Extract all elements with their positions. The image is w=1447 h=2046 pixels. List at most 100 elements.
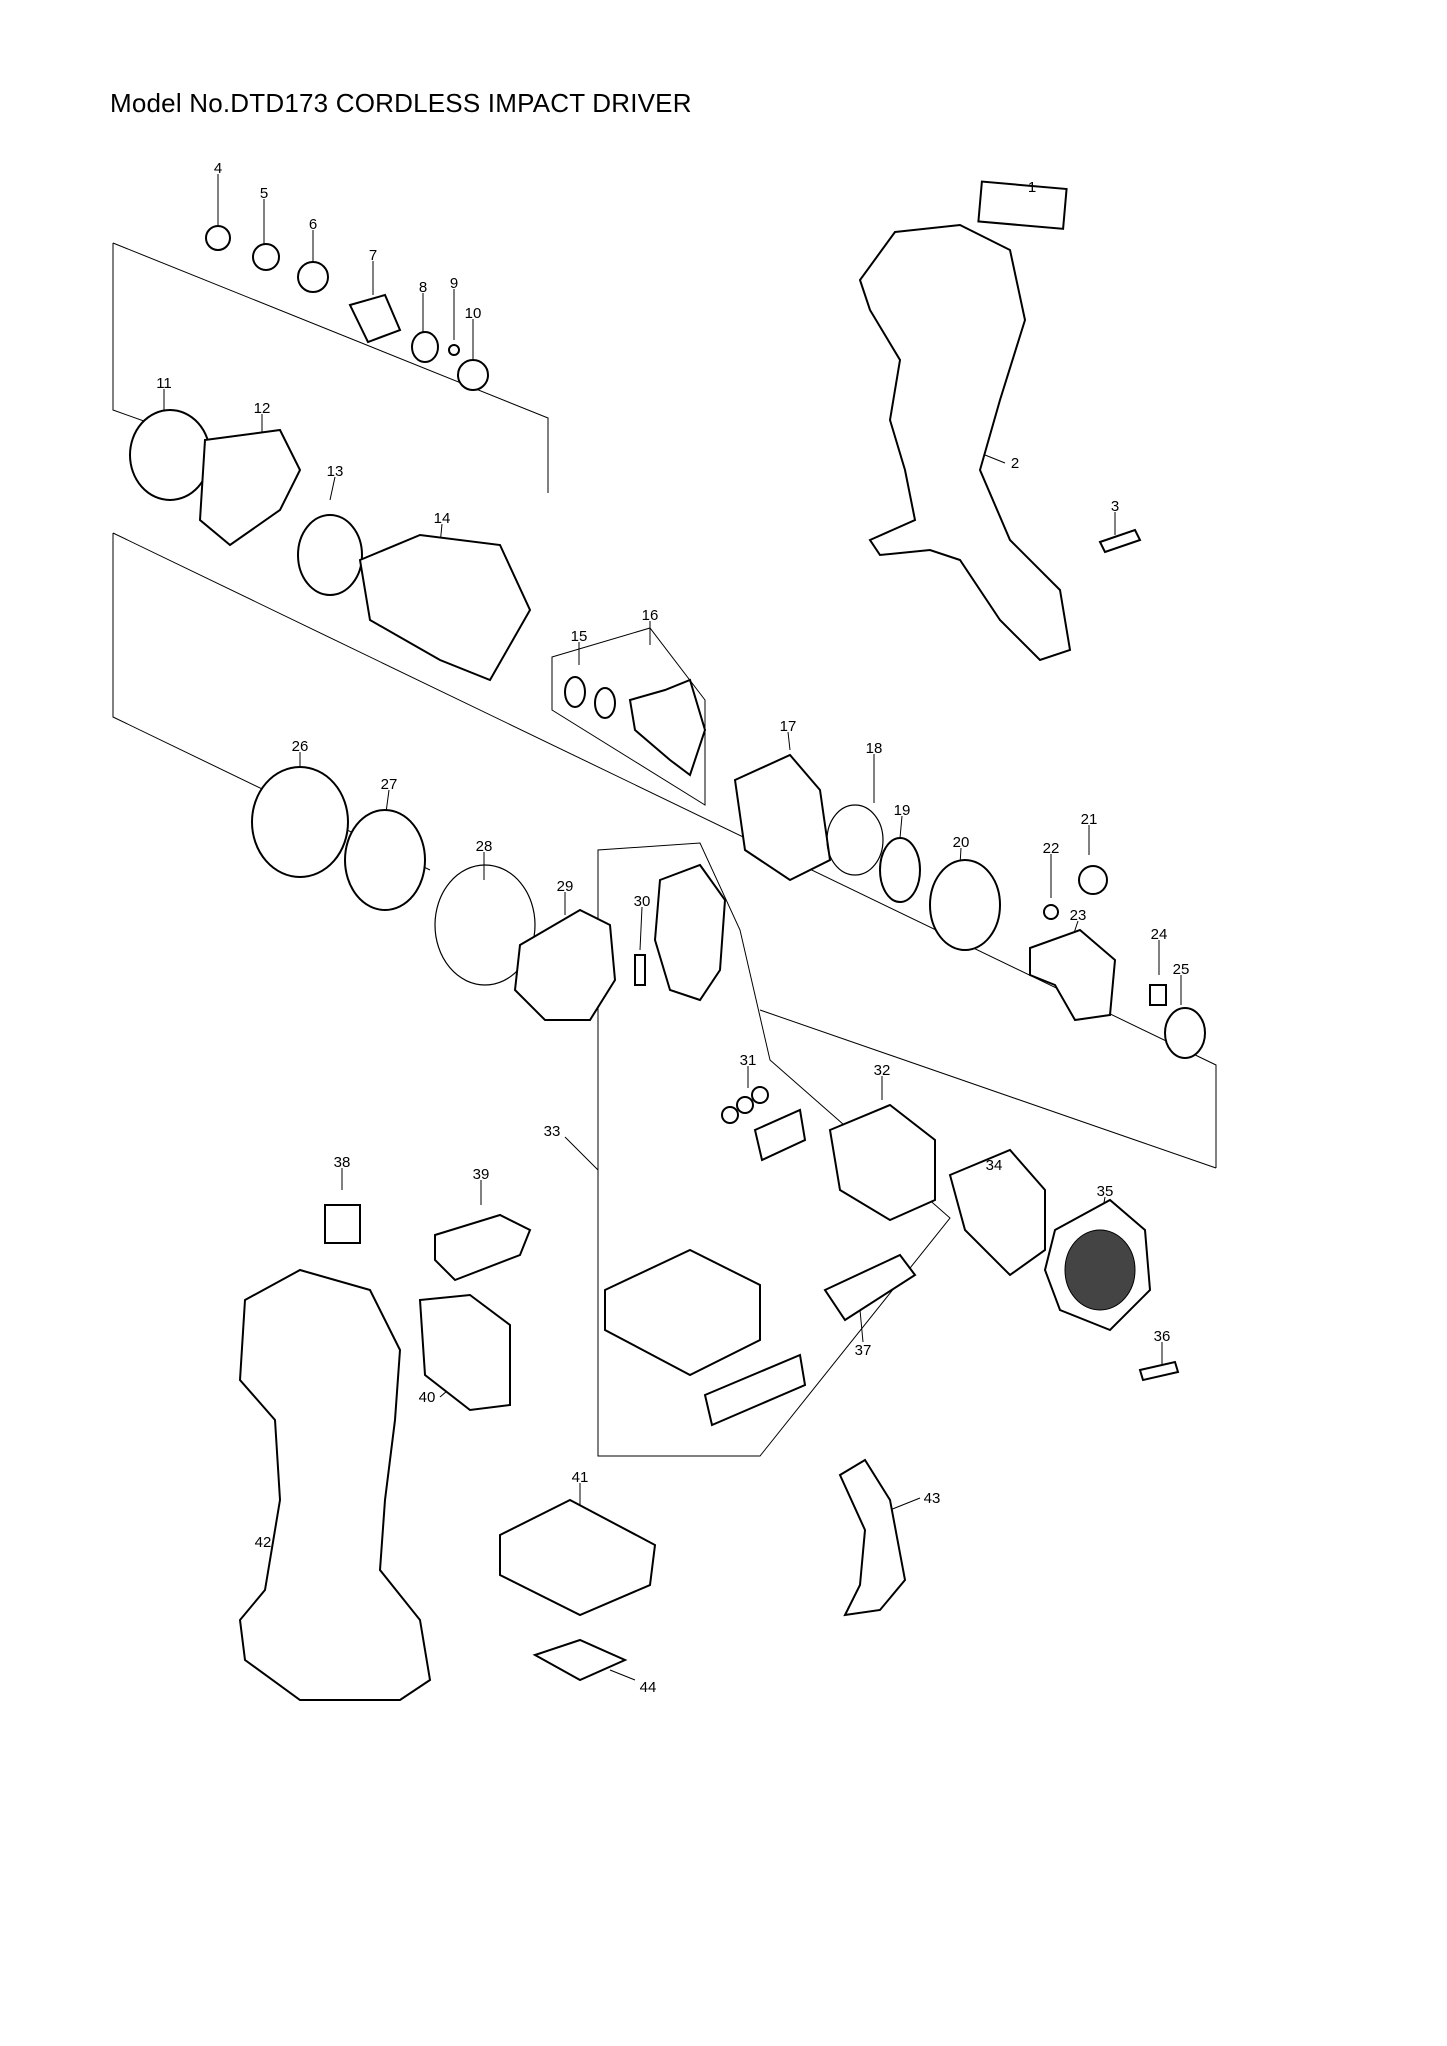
ring-part-25 <box>1164 1007 1206 1059</box>
part-label: 6 <box>309 216 317 233</box>
leader-line <box>889 1497 921 1511</box>
part-label: 36 <box>1154 1328 1171 1345</box>
spring-part-20 <box>929 859 1001 951</box>
part-label: 25 <box>1173 961 1190 978</box>
ring-part-27 <box>344 809 426 911</box>
ball-part-22 <box>1043 904 1059 920</box>
led-board-part-33 <box>703 1353 807 1427</box>
part-label: 30 <box>634 893 651 910</box>
part-label: 2 <box>1011 455 1019 472</box>
part-label: 23 <box>1070 907 1087 924</box>
leader-line <box>787 731 791 751</box>
part-label: 26 <box>292 738 309 755</box>
ring-part-10 <box>457 359 489 391</box>
part-label: 12 <box>254 400 271 417</box>
part-label: 27 <box>381 776 398 793</box>
anvil-part-16 <box>628 678 707 777</box>
parts <box>129 180 1206 1701</box>
part-label: 3 <box>1111 498 1119 515</box>
spring-part-6 <box>297 261 329 293</box>
part-label: 4 <box>214 160 222 177</box>
part-label: 37 <box>855 1342 872 1359</box>
o-ring-part-15a <box>564 676 586 708</box>
group-boundary-33 <box>597 842 951 1457</box>
part-label: 29 <box>557 878 574 895</box>
part-label: 14 <box>434 510 451 527</box>
switch-lever-part-39 <box>434 1213 532 1282</box>
leader-line <box>609 1669 636 1681</box>
part-label: 28 <box>476 838 493 855</box>
leader-lines <box>163 174 1182 1681</box>
diagram-title: Model No.DTD173 CORDLESS IMPACT DRIVER <box>110 88 692 118</box>
motor-housing-part-29 <box>513 908 617 1021</box>
gear-part-21 <box>1078 865 1108 895</box>
part-label: 42 <box>255 1534 272 1551</box>
cover-part-12 <box>198 428 302 547</box>
grill-part-35 <box>1064 1229 1136 1311</box>
part-label: 41 <box>572 1469 589 1486</box>
group-boundary-front <box>112 242 549 493</box>
controller-part-33 <box>604 1248 761 1377</box>
hammer-case-part-14 <box>358 533 532 682</box>
part-label: 9 <box>450 275 458 292</box>
part-label: 22 <box>1043 840 1060 857</box>
part-label: 17 <box>780 718 797 735</box>
part-label: 33 <box>544 1123 561 1140</box>
leader-line <box>899 815 903 839</box>
strap-part-43 <box>838 1458 907 1617</box>
rotor-part-34 <box>948 1148 1046 1277</box>
part-label: 16 <box>642 607 659 624</box>
part-label: 21 <box>1081 811 1098 828</box>
part-label: 20 <box>953 834 970 851</box>
ball-part-9 <box>448 344 460 356</box>
bumper-part-11 <box>129 409 211 501</box>
o-ring-part-15b <box>594 687 616 719</box>
part-label: 38 <box>334 1154 351 1171</box>
part-label: 11 <box>156 375 172 392</box>
part-label: 32 <box>874 1062 891 1079</box>
part-label: 34 <box>986 1157 1003 1174</box>
group-boundary-16 <box>551 627 706 806</box>
stator-part-32 <box>828 1103 936 1222</box>
part-label: 35 <box>1097 1183 1114 1200</box>
switch-part-40 <box>418 1293 511 1412</box>
part-label: 24 <box>1151 926 1168 943</box>
part-label: 8 <box>419 279 427 296</box>
o-ring-part-13 <box>297 514 363 596</box>
leader-line <box>329 476 336 501</box>
label-part-44 <box>532 1638 628 1682</box>
part-label: 43 <box>924 1490 941 1507</box>
terminal-plate-part-41 <box>499 1498 657 1617</box>
hammer-part-17 <box>733 753 832 882</box>
label-sticker-part-1 <box>977 180 1068 230</box>
leader-line <box>564 1136 599 1171</box>
ring-part-19 <box>879 837 921 903</box>
o-ring-part-26 <box>251 766 349 878</box>
sleeve-part-7 <box>348 293 402 344</box>
part-label: 15 <box>571 628 588 645</box>
sensor-plate-part-33 <box>653 863 727 1002</box>
leader-line <box>859 1309 864 1343</box>
part-label: 13 <box>327 463 344 480</box>
part-label: 10 <box>465 305 482 322</box>
terminal-part-38 <box>324 1204 361 1244</box>
holder-part-33 <box>753 1108 807 1162</box>
part-label: 5 <box>260 185 268 202</box>
screw-part-30 <box>634 954 646 986</box>
ring-part-8 <box>411 331 439 363</box>
part-label: 19 <box>894 802 911 819</box>
ring-part-4 <box>205 225 231 251</box>
screws-part-31 <box>721 1086 769 1124</box>
pin-part-24 <box>1149 984 1167 1006</box>
part-label: 7 <box>369 247 377 264</box>
part-label: 44 <box>640 1679 657 1696</box>
part-label: 18 <box>866 740 883 757</box>
part-label: 1 <box>1028 179 1036 196</box>
part-label: 39 <box>473 1166 490 1183</box>
housing-part-2 <box>858 223 1072 662</box>
o-ring-part-28 <box>434 864 536 986</box>
part-label: 40 <box>419 1389 436 1406</box>
switch-panel-part-37 <box>823 1253 917 1322</box>
